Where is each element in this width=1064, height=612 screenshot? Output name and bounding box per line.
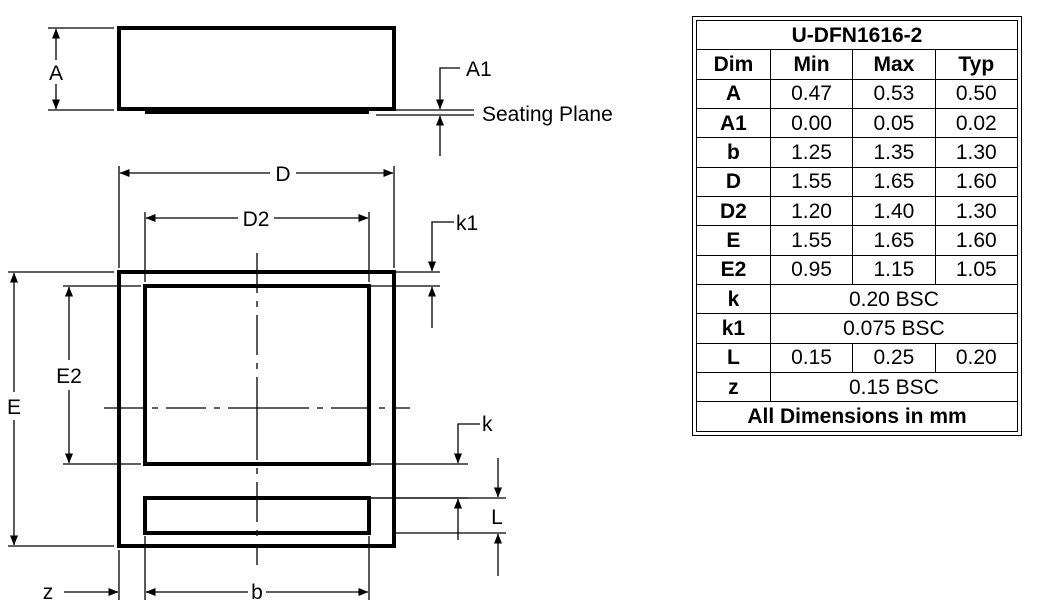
label-a: A	[49, 62, 63, 85]
typ-cell: 1.30	[934, 196, 1019, 227]
dimension-k	[371, 423, 480, 540]
dimension-a	[48, 27, 114, 111]
dim-cell: E2	[696, 254, 771, 286]
terminal-side	[145, 109, 369, 114]
span-cell: 0.15 BSC	[769, 372, 1019, 403]
span-cell: 0.075 BSC	[769, 313, 1019, 344]
side-view: A A1 Seating Plane	[48, 26, 613, 156]
min-cell: 1.25	[769, 137, 854, 168]
label-d2: D2	[243, 208, 270, 231]
bottom-view: D D2 k1 E	[7, 163, 506, 604]
max-cell: 0.25	[852, 342, 936, 374]
max-cell: 1.40	[852, 196, 936, 227]
dimension-a1	[376, 67, 474, 156]
typ-cell: 1.30	[934, 137, 1019, 168]
min-cell: 0.15	[769, 342, 854, 374]
label-a1: A1	[466, 58, 492, 81]
dimension-e2	[63, 285, 141, 465]
table-footer: All Dimensions in mm	[696, 401, 1018, 432]
min-cell: 1.20	[769, 196, 854, 227]
min-cell: 0.47	[769, 78, 854, 110]
label-k: k	[482, 413, 493, 436]
dimension-k1	[371, 221, 454, 328]
dim-cell: b	[696, 137, 771, 168]
table-title-row: U-DFN1616-2	[696, 19, 1018, 51]
header-min: Min	[769, 49, 854, 80]
min-cell: 0.00	[769, 108, 854, 139]
dim-cell: k	[696, 284, 771, 315]
dim-cell: D	[696, 166, 771, 198]
header-typ: Typ	[934, 49, 1019, 80]
label-d: D	[275, 163, 290, 186]
max-cell: 1.35	[852, 137, 936, 168]
dim-cell: A1	[696, 108, 771, 139]
package-side-body	[117, 26, 396, 111]
dimension-d	[118, 166, 395, 268]
label-k1: k1	[456, 212, 478, 235]
dim-cell: E	[696, 225, 771, 256]
dimension-z-b	[64, 536, 370, 600]
dim-cell: L	[696, 342, 771, 374]
center-lines	[104, 253, 410, 565]
min-cell: 0.95	[769, 254, 854, 286]
typ-cell: 0.50	[934, 78, 1019, 110]
label-l: L	[491, 506, 503, 529]
max-cell: 1.15	[852, 254, 936, 286]
dim-cell: D2	[696, 196, 771, 227]
table-footer-row: All Dimensions in mm	[696, 401, 1018, 432]
dim-cell: k1	[696, 313, 771, 344]
typ-cell: 0.20	[934, 342, 1019, 374]
dimension-d2	[144, 212, 370, 282]
label-e2: E2	[56, 365, 82, 388]
span-cell: 0.20 BSC	[769, 284, 1019, 315]
header-max: Max	[852, 49, 936, 80]
label-seating-plane: Seating Plane	[482, 103, 613, 126]
typ-cell: 1.60	[934, 225, 1019, 256]
max-cell: 1.65	[852, 225, 936, 256]
typ-cell: 0.02	[934, 108, 1019, 139]
dim-cell: A	[696, 78, 771, 110]
label-z: z	[43, 581, 54, 604]
min-cell: 1.55	[769, 225, 854, 256]
typ-cell: 1.05	[934, 254, 1019, 286]
min-cell: 1.55	[769, 166, 854, 198]
label-e: E	[7, 396, 21, 419]
dimension-e	[8, 271, 114, 547]
max-cell: 0.53	[852, 78, 936, 110]
max-cell: 1.65	[852, 166, 936, 198]
max-cell: 0.05	[852, 108, 936, 139]
dimension-l	[371, 458, 506, 576]
table-header-row: Dim Min Max Typ	[696, 49, 1019, 80]
dim-cell: z	[696, 372, 771, 403]
header-dim: Dim	[696, 49, 771, 80]
typ-cell: 1.60	[934, 166, 1019, 198]
table-title: U-DFN1616-2	[696, 19, 1018, 51]
label-b: b	[251, 581, 263, 604]
